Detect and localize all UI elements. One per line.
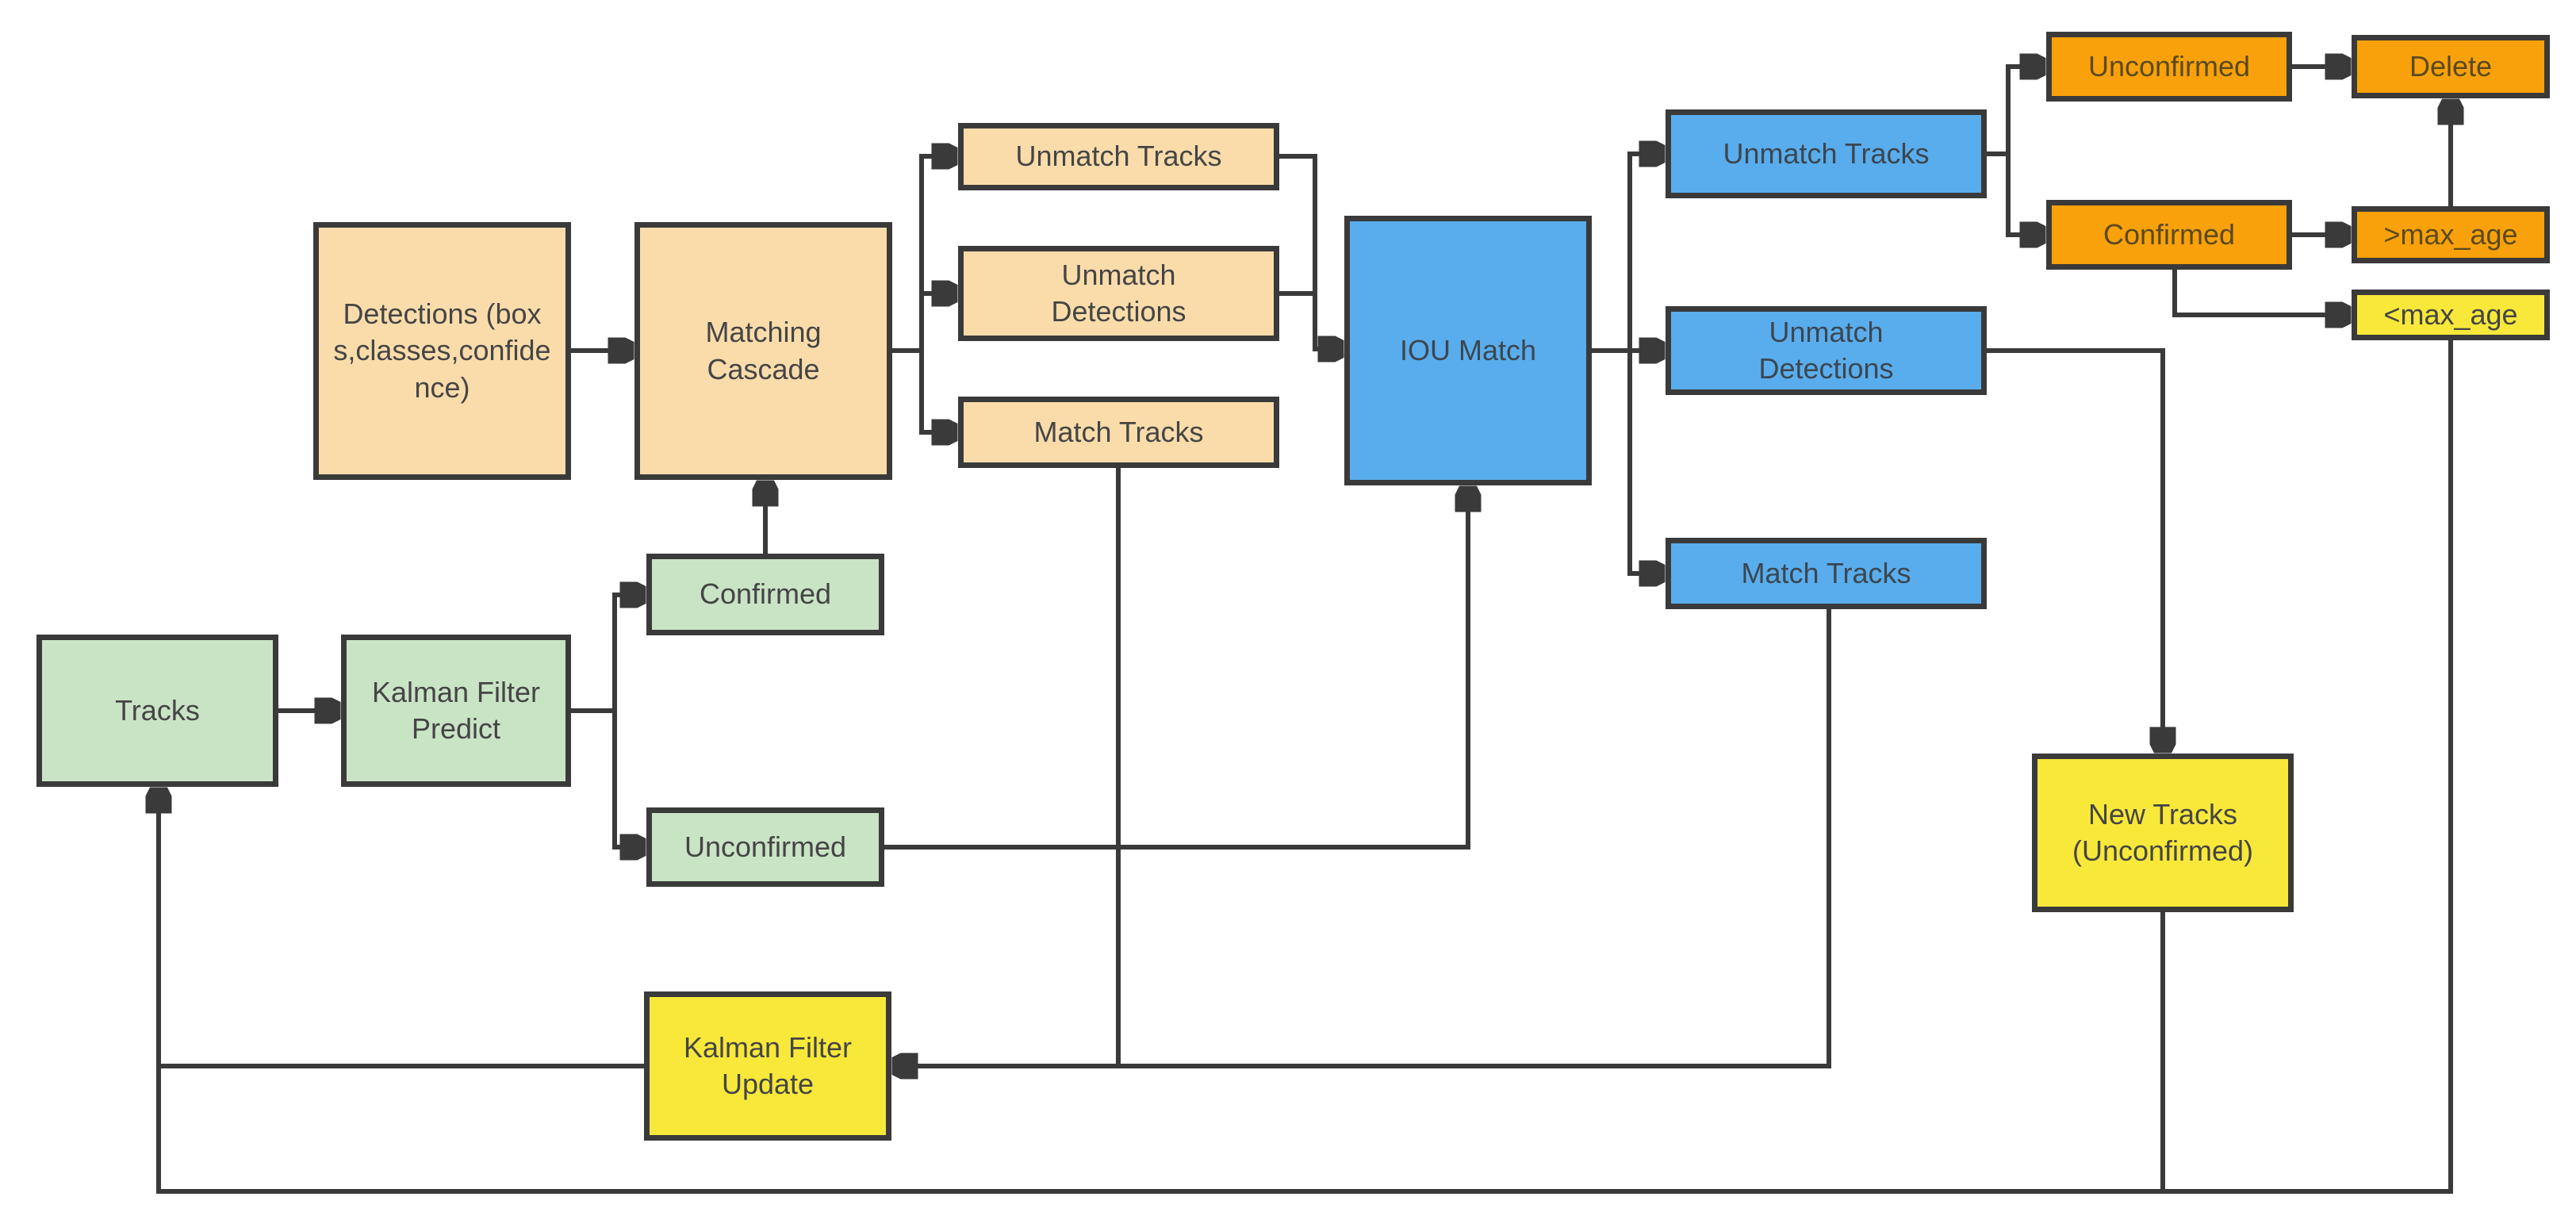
node-new-tracks-unconfirmed: New Tracks (Unconfirmed) bbox=[2032, 754, 2294, 912]
edge-match-tracks-blue-to-kalman-filter-update bbox=[895, 609, 1831, 1066]
node-label: Confirmed bbox=[699, 577, 832, 611]
node-unmatch-detections-blue: Unmatch Detections bbox=[1666, 306, 1987, 395]
node-label: Kalman Filter Predict bbox=[371, 675, 541, 745]
node-detections: Detections (boxs,classes,confidence) bbox=[313, 222, 571, 480]
node-label: Delete bbox=[2409, 49, 2493, 82]
node-confirmed-green: Confirmed bbox=[646, 554, 884, 635]
edge-unmatch-tracks-blue-to-confirmed-orange bbox=[2006, 154, 2043, 235]
edge-kalman-filter-predict-to-confirmed-green bbox=[571, 595, 643, 713]
edge-unmatch-tracks-tan-to-iou-match bbox=[1279, 154, 1341, 349]
edge-matching-cascade-to-unmatch-tracks-tan bbox=[892, 156, 955, 353]
node-label: Unconfirmed bbox=[684, 830, 847, 863]
node-label: Unmatch Tracks bbox=[1723, 136, 1930, 170]
node-label: Match Tracks bbox=[1741, 556, 1911, 589]
node-confirmed-orange: Confirmed bbox=[2046, 200, 2292, 270]
edge-matching-cascade-to-unmatch-detections-tan bbox=[919, 293, 955, 351]
node-unmatch-tracks-tan: Unmatch Tracks bbox=[958, 123, 1279, 190]
node-label: Unmatch Detections bbox=[1758, 315, 1894, 385]
node-gt-max-age: >max_age bbox=[2352, 206, 2550, 263]
node-kalman-filter-predict: Kalman Filter Predict bbox=[341, 635, 571, 787]
edge-confirmed-orange-to-lt-max-age bbox=[2172, 270, 2348, 315]
node-unconfirmed-orange: Unconfirmed bbox=[2046, 32, 2292, 102]
edge-unconfirmed-green-to-iou-match bbox=[884, 489, 1468, 850]
edge-kalman-filter-predict-to-unconfirmed-green bbox=[612, 711, 643, 847]
node-unmatch-tracks-blue: Unmatch Tracks bbox=[1666, 109, 1987, 198]
node-delete: Delete bbox=[2352, 35, 2550, 98]
node-tracks: Tracks bbox=[36, 635, 278, 787]
node-unconfirmed-green: Unconfirmed bbox=[646, 807, 884, 887]
edge-unmatch-detections-blue-to-new-tracks bbox=[1987, 348, 2163, 750]
node-label: IOU Match bbox=[1399, 333, 1537, 366]
edge-matching-cascade-to-match-tracks-tan bbox=[919, 351, 955, 432]
node-unmatch-detections-tan: Unmatch Detections bbox=[958, 246, 1279, 341]
node-kalman-filter-update: Kalman Filter Update bbox=[644, 991, 891, 1141]
node-label: New Tracks (Unconfirmed) bbox=[2072, 797, 2254, 867]
edge-lt-max-age-to-tracks bbox=[159, 340, 2453, 1194]
node-matching-cascade: Matching Cascade bbox=[634, 222, 892, 480]
node-label: Unmatch Tracks bbox=[1015, 140, 1222, 173]
node-label: Matching Cascade bbox=[705, 316, 822, 385]
node-label: Kalman Filter Update bbox=[683, 1030, 853, 1100]
node-label: Detections (boxs,classes,confidence) bbox=[333, 297, 551, 404]
node-label: <max_age bbox=[2383, 297, 2518, 331]
node-label: >max_age bbox=[2383, 217, 2518, 251]
node-match-tracks-blue: Match Tracks bbox=[1666, 538, 1987, 609]
edge-unmatch-tracks-blue-to-unconfirmed-orange bbox=[1987, 67, 2043, 156]
edge-iou-match-to-unmatch-tracks-blue bbox=[1592, 154, 1662, 353]
node-iou-match: IOU Match bbox=[1344, 216, 1592, 485]
node-label: Tracks bbox=[115, 693, 200, 727]
edge-iou-match-to-match-tracks-blue bbox=[1627, 351, 1662, 573]
node-lt-max-age: <max_age bbox=[2352, 290, 2550, 340]
node-label: Match Tracks bbox=[1033, 415, 1204, 448]
node-label: Unmatch Detections bbox=[1051, 258, 1186, 328]
node-label: Confirmed bbox=[2103, 217, 2236, 251]
node-match-tracks-tan: Match Tracks bbox=[958, 397, 1279, 468]
node-label: Unconfirmed bbox=[2087, 49, 2251, 82]
